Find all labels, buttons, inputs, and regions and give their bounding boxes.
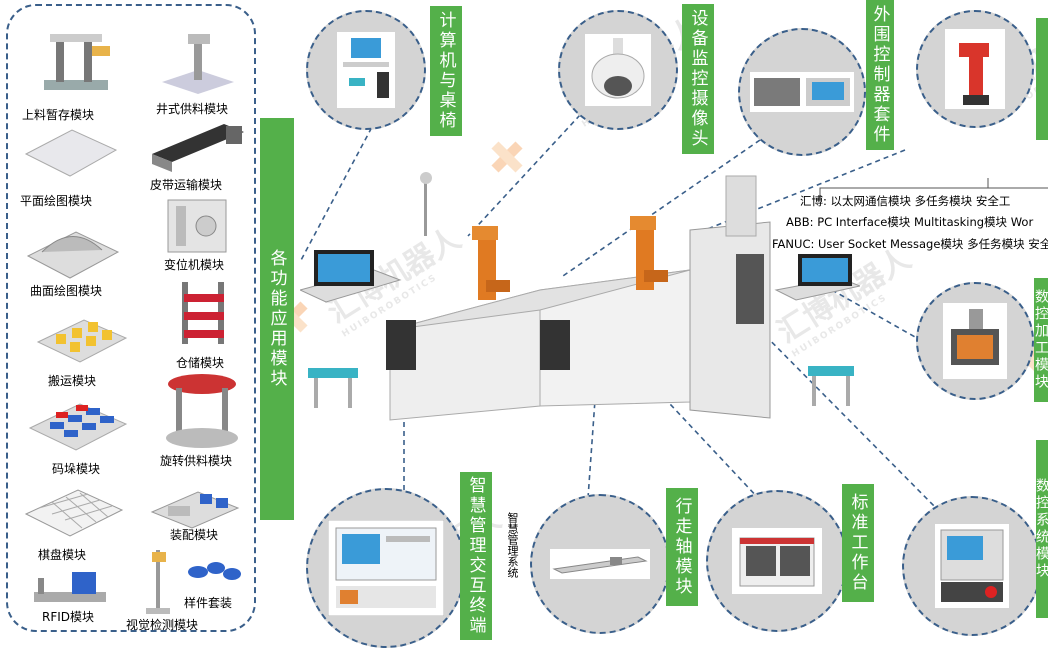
- label-walk-axis: 行走轴模块: [666, 488, 698, 606]
- robot-image: [945, 29, 1005, 109]
- positioner-module-image: [167, 199, 227, 253]
- label-smart-terminal-system: 智慧管理系统: [506, 512, 519, 578]
- logo-mark-icon: [491, 141, 523, 173]
- palletizing-module-image: [28, 403, 128, 451]
- vision-inspection-module-image: [146, 550, 170, 614]
- loading-buffer-module-image: [44, 34, 110, 90]
- label-cnc-system-partial: 数控系统模块: [1036, 440, 1048, 618]
- module-label-rotary-feeder: 旋转供料模块: [160, 454, 233, 468]
- module-label-chessboard: 棋盘模块: [38, 548, 87, 562]
- module-label-well-feeder: 井式供料模块: [156, 102, 229, 116]
- chessboard-module-image: [24, 489, 124, 537]
- assembly-module-image: [150, 491, 240, 529]
- circle-controller: [738, 28, 866, 156]
- sample-kit-image: [188, 562, 241, 580]
- handling-module-image: [36, 319, 128, 363]
- label-right-top-edge: [1036, 18, 1048, 140]
- circle-workbench: [706, 490, 848, 632]
- module-label-positioner: 变位机模块: [164, 258, 225, 272]
- module-label-loading-buffer: 上料暂存模块: [22, 108, 95, 122]
- workbench-image: [732, 528, 822, 594]
- circle-cnc-system: [902, 496, 1042, 636]
- module-label-vision-inspection: 视觉检测模块: [126, 618, 199, 632]
- circle-cnc-module: [916, 282, 1034, 400]
- smart-terminal-image: [328, 520, 444, 616]
- label-workbench: 标准工作台: [842, 484, 874, 602]
- training-platform-image: [300, 172, 860, 421]
- controller-note-huibo: 汇博: 以太网通信模块 多任务模块 安全工: [800, 194, 1011, 208]
- label-cnc-module-partial: 数控加工模块: [1034, 278, 1048, 402]
- side-label-function-modules: 各功能应用模块: [260, 118, 294, 520]
- circle-smart-terminal: [306, 488, 466, 648]
- controller-note-abb: ABB: PC Interface模块 Multitasking模块 Wor: [786, 215, 1034, 229]
- label-camera: 设备监控摄像头: [682, 4, 714, 154]
- controller-note-fanuc: FANUC: User Socket Message模块 多任务模块 安全工: [772, 237, 1048, 251]
- module-label-rfid: RFID模块: [42, 610, 95, 624]
- module-label-handling: 搬运模块: [48, 374, 97, 388]
- label-computer-desk: 计算机与桌椅: [430, 6, 462, 136]
- circle-walk-axis: [530, 494, 670, 634]
- module-label-storage: 仓储模块: [176, 356, 225, 370]
- cnc-module-image: [943, 303, 1007, 379]
- module-label-curved-drawing: 曲面绘图模块: [30, 284, 103, 298]
- module-panel: 上料暂存模块 井式供料模块 平面绘图模块 皮带运输模块 曲面绘图模块 变位机模块…: [6, 4, 256, 632]
- circle-robot: [916, 10, 1034, 128]
- circle-computer-desk: [306, 10, 426, 130]
- curved-drawing-module-image: [26, 231, 120, 279]
- cnc-system-image: [935, 524, 1009, 608]
- belt-conveyor-module-image: [152, 124, 244, 172]
- storage-module-image: [182, 282, 224, 344]
- computer-desk-image: [337, 32, 395, 108]
- walk-axis-image: [550, 549, 650, 579]
- controller-image: [750, 72, 854, 112]
- label-smart-terminal: 智慧管理交互终端: [460, 472, 492, 640]
- rotary-feeder-module-image: [166, 374, 238, 448]
- camera-image: [585, 34, 651, 106]
- module-label-plane-drawing: 平面绘图模块: [20, 194, 93, 208]
- module-label-assembly: 装配模块: [170, 528, 219, 542]
- label-controller: 外围控制器套件: [866, 0, 894, 150]
- rfid-module-image: [34, 572, 106, 602]
- module-label-belt-conveyor: 皮带运输模块: [150, 178, 223, 192]
- circle-camera: [558, 10, 678, 130]
- module-label-palletizing: 码垛模块: [52, 462, 101, 476]
- well-feeder-module-image: [162, 34, 234, 94]
- plane-drawing-module-image: [24, 129, 118, 177]
- module-label-sample-kit: 样件套装: [184, 596, 233, 610]
